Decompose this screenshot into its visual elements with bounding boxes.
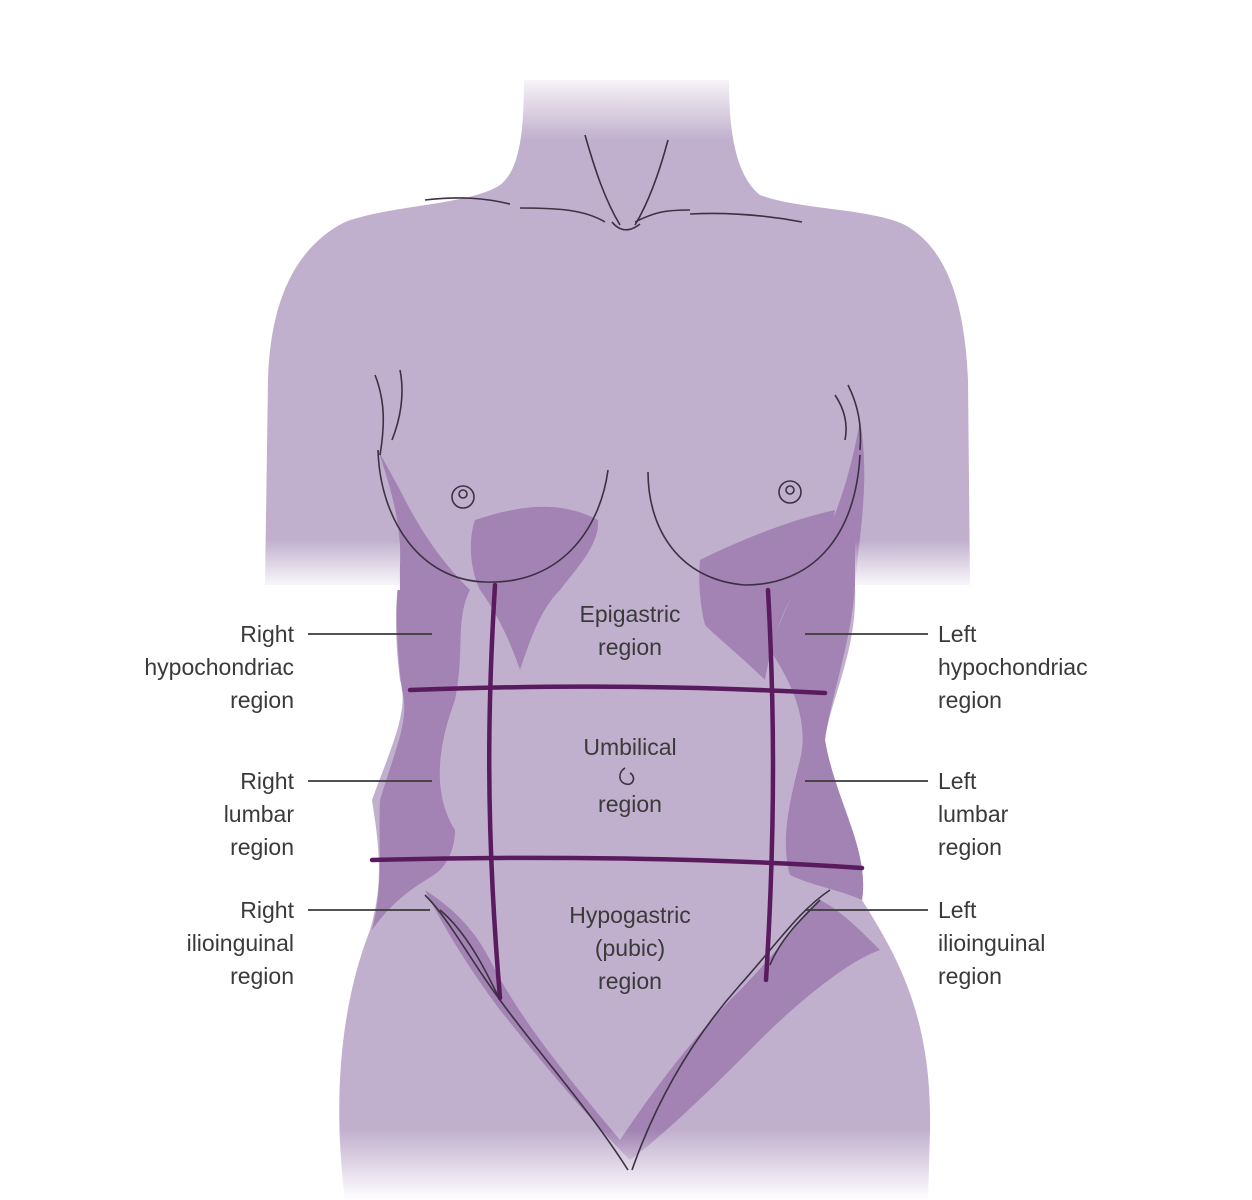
right-nipple [451,485,475,509]
label-line: region [598,791,662,817]
label-line: region [938,687,1002,713]
label-line: region [938,834,1002,860]
left-axilla-line-2 [834,394,847,441]
label-right-hypochondriac: Right hypochondriac region [144,618,294,717]
label-left-lumbar: Left lumbar region [938,765,1008,864]
hypogastric-light-area [498,862,743,994]
label-line: hypochondriac [144,654,294,680]
right-groin-crease [424,894,629,1171]
label-left-hypochondriac: Left hypochondriac region [938,618,1088,717]
jugular-notch [611,221,641,231]
label-line: Hypogastric [569,902,691,928]
right-axilla-line-2 [391,369,403,441]
sternocleidomastoid-left [634,139,669,226]
left-groin-crease [631,889,831,1171]
left-vertical-line [763,587,776,983]
label-left-ilioinguinal: Left ilioinguinal region [938,894,1045,993]
bottom-fade [330,1130,950,1200]
label-umbilical-region: region [530,788,730,821]
label-line: Epigastric [579,601,681,627]
right-axilla-line [374,374,385,456]
pelvis-shadow [425,890,880,1160]
label-line: Left [938,897,977,923]
right-breast-outline [377,449,609,583]
label-line: region [230,834,294,860]
leader-lines [308,633,928,911]
label-line: Right [240,897,294,923]
left-nipple-center [785,485,795,495]
label-line: ilioinguinal [938,930,1046,956]
region-grid [369,582,865,1001]
sternal-notch-right [519,207,606,223]
sternocleidomastoid-right [584,134,621,226]
label-right-ilioinguinal: Right ilioinguinal region [187,894,294,993]
label-line: region [230,687,294,713]
label-line: lumbar [938,801,1009,827]
label-right-lumbar: Right lumbar region [224,765,294,864]
label-line: hypochondriac [938,654,1088,680]
label-line: Left [938,768,977,794]
right-groin-inner [439,909,501,1001]
right-vertical-line [486,582,503,1001]
left-nipple [778,480,802,504]
label-line: ilioinguinal [186,930,294,956]
label-line: region [938,963,1002,989]
label-epigastric: Epigastric region [530,598,730,664]
left-breast-outline [647,454,861,586]
label-umbilical-title: Umbilical [530,731,730,764]
label-line: region [598,634,662,660]
right-chest-shadow [470,506,599,670]
anatomy-outlines [374,134,862,1171]
label-line: Left [938,621,977,647]
label-line: Right [240,621,294,647]
label-hypogastric: Hypogastric (pubic) region [520,899,740,998]
left-arm-fade [855,540,985,590]
left-flank-shadow [770,420,865,900]
label-line: lumbar [223,801,294,827]
right-nipple-center [458,489,468,499]
label-line: Right [240,768,294,794]
label-line: Umbilical [583,734,677,760]
lower-horizontal-line [369,855,865,871]
right-clavicle-line [424,197,511,205]
neck-fade [500,70,750,140]
left-axilla-line [847,384,862,451]
sternal-notch-left [634,209,691,223]
left-clavicle-line [689,212,803,223]
label-line: region [598,968,662,994]
label-line: (pubic) [594,935,666,961]
right-arm-fade [250,540,400,590]
left-groin-inner [769,899,821,966]
upper-horizontal-line [407,684,828,696]
label-line: region [230,963,294,989]
navel [619,767,635,786]
